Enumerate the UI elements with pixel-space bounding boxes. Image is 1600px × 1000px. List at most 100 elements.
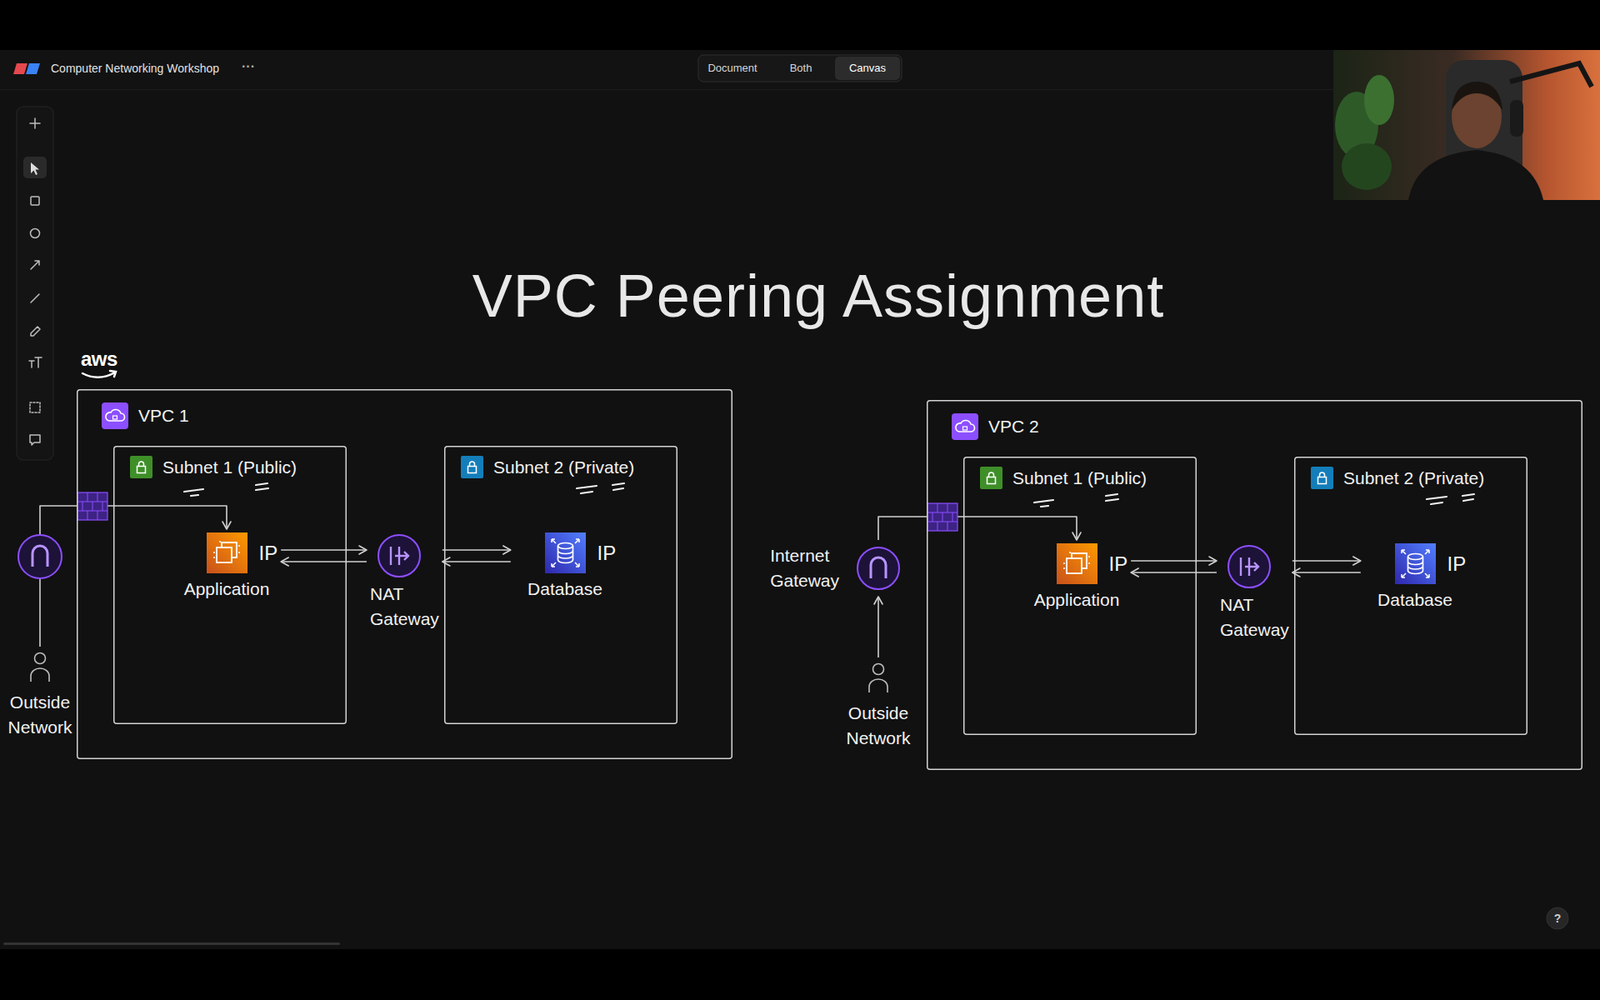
arrow-head — [1072, 532, 1081, 540]
vpc-box: VPC 1Subnet 1 (Public)IPApplicationSubne… — [76, 389, 733, 760]
scrollbar — [3, 942, 340, 945]
connector — [1130, 568, 1217, 577]
menu-dots: ··· — [241, 58, 255, 75]
app-logo — [13, 63, 40, 75]
user-label: Outside Network — [845, 700, 910, 751]
connector-line — [442, 560, 511, 563]
resource-label: Database — [1377, 589, 1453, 611]
nat-icon — [376, 533, 422, 579]
connector — [280, 557, 367, 566]
hand-scribbles — [184, 483, 1475, 507]
ip-note: IP — [597, 541, 617, 565]
icon-spacer — [175, 552, 195, 554]
connector — [442, 545, 511, 555]
vpc-box: VPC 2 Subnet 1 (Public) IP Application Subne… — [926, 400, 1583, 770]
arrow-head — [874, 596, 883, 605]
arrow-head — [1353, 556, 1361, 565]
person-icon — [865, 660, 891, 696]
arrow-head — [1292, 568, 1300, 577]
arrow-head — [280, 557, 289, 566]
rds-icon — [545, 532, 586, 574]
subnet-box: Subnet 1 (Public)IPApplication — [113, 445, 347, 725]
box-label: Subnet 2 (Private) — [493, 456, 635, 479]
subnet-box: Subnet 2 (Private) IP Database — [1294, 456, 1528, 735]
connector — [874, 596, 883, 658]
connector — [442, 557, 511, 566]
icon-row: IP — [514, 532, 616, 574]
rds-icon — [1395, 543, 1436, 585]
box-label: Subnet 1 (Public) — [1012, 467, 1147, 490]
icon-row: IP — [1364, 543, 1466, 585]
ip-note: IP — [259, 541, 279, 565]
arrow-head — [442, 557, 450, 566]
vpc-icon — [951, 413, 979, 440]
user-label: Outside Network — [7, 690, 72, 740]
connector-line — [40, 505, 227, 647]
user-node: Outside Network — [845, 660, 910, 751]
resource-label: Application — [1034, 589, 1120, 611]
bottom-band — [0, 949, 1600, 1000]
connector-line — [1130, 560, 1217, 562]
connector — [878, 516, 1081, 540]
top-band — [0, 0, 1600, 50]
diagram-title: VPC Peering Assignment — [36, 258, 1600, 334]
firewall-icon — [927, 503, 958, 531]
ip-note: IP — [1447, 552, 1467, 576]
lockG-icon — [130, 455, 153, 479]
lockG-icon — [980, 466, 1003, 490]
connector — [1130, 556, 1217, 565]
gateway-label: NAT Gateway — [370, 581, 440, 632]
ec2-icon — [1056, 543, 1098, 585]
connector — [40, 505, 231, 647]
arrow-head — [1209, 556, 1217, 565]
arrow-head — [503, 545, 511, 555]
connector-line — [1292, 571, 1361, 574]
arrow-head — [1130, 568, 1139, 577]
lockB-icon — [460, 455, 484, 479]
ip-note: IP — [1109, 552, 1129, 576]
lockB-icon — [1310, 466, 1334, 490]
arrow-head — [222, 521, 231, 530]
box-label: Subnet 2 (Private) — [1343, 467, 1485, 490]
connector-line — [442, 549, 511, 551]
internet-gateway: Internet Gateway — [770, 543, 901, 594]
toggle-option: Document — [698, 60, 767, 77]
nat-gateway: NAT Gateway — [370, 533, 440, 632]
aws-smile — [82, 370, 116, 378]
gateway-text: Internet Gateway — [770, 543, 840, 594]
icon-row: IP — [1025, 543, 1128, 585]
aws-logo: aws — [80, 348, 118, 370]
connector-line — [877, 596, 880, 658]
firewall-icon — [77, 492, 108, 520]
box-header: Subnet 1 (Public) — [980, 466, 1147, 490]
connector — [1292, 556, 1361, 565]
rds-database: IP Database — [1364, 543, 1466, 611]
connector-line — [878, 516, 1077, 540]
vpc-icon — [101, 402, 129, 430]
connector-line — [280, 549, 367, 551]
person-icon — [27, 650, 53, 685]
box-header: Subnet 2 (Private) — [1310, 466, 1485, 490]
icon-spacer — [514, 552, 534, 554]
rds-database: IPDatabase — [514, 532, 616, 600]
gateway-label: Internet Gateway — [770, 543, 840, 594]
view-toggle — [698, 55, 902, 82]
arrow-head — [359, 545, 367, 555]
ec2-instance: IP Application — [1025, 543, 1128, 611]
icon-row: IP — [175, 532, 278, 574]
igw-icon — [855, 545, 901, 591]
icon-spacer — [1364, 563, 1384, 565]
box-label: VPC 2 — [988, 415, 1040, 438]
box-header: Subnet 1 (Public) — [130, 455, 297, 479]
subnet-box: Subnet 2 (Private) IPDatabase — [444, 445, 678, 725]
nat-gateway: NAT Gateway — [1220, 544, 1290, 643]
webcam-feed — [1333, 50, 1600, 200]
help-mark: ? — [1547, 910, 1568, 926]
internet-gateway-icon — [18, 535, 62, 579]
gateway-label: NAT Gateway — [1220, 592, 1290, 643]
help-button — [1546, 907, 1569, 930]
box-header: VPC 1 — [101, 402, 190, 430]
box-label: Subnet 1 (Public) — [162, 456, 297, 479]
